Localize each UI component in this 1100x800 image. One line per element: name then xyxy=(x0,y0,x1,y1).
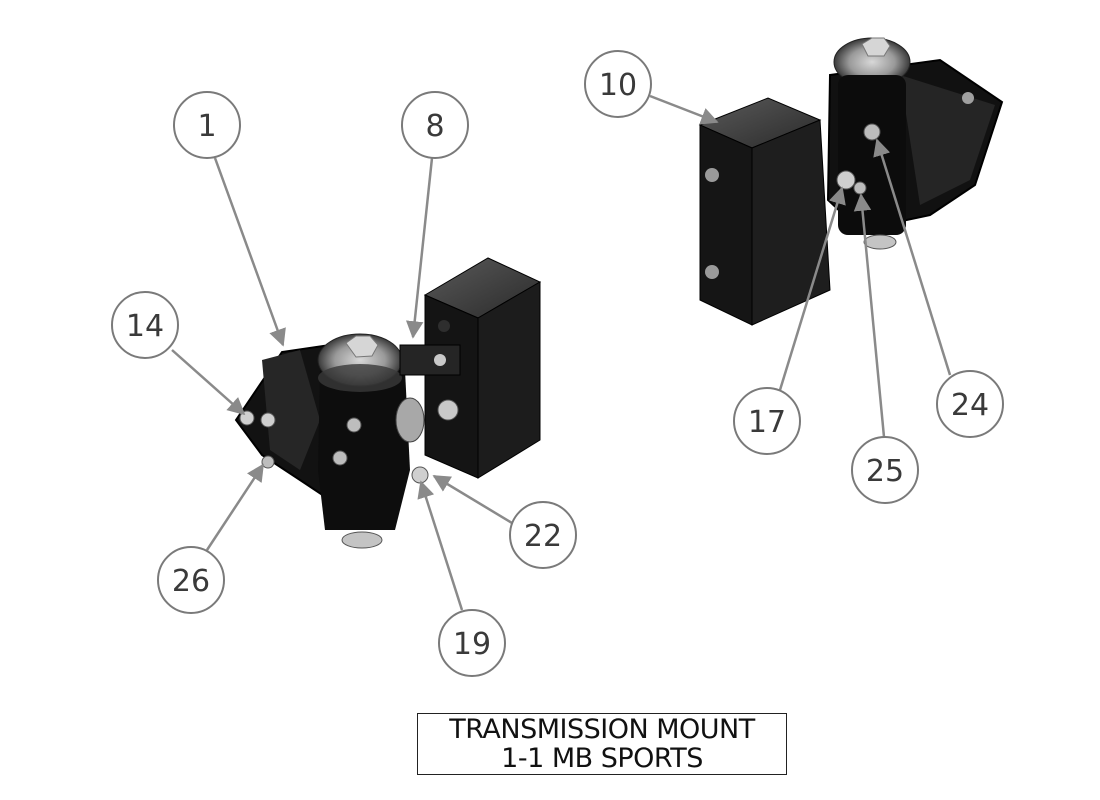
leader-lines xyxy=(171,94,952,611)
bolt-head-b xyxy=(332,450,348,466)
balloon-25: 25 xyxy=(851,436,919,504)
link-bolt xyxy=(434,354,446,366)
right-top-nut xyxy=(861,37,891,57)
block-hole xyxy=(438,320,450,332)
balloon-label-24: 24 xyxy=(951,388,989,423)
leader-25 xyxy=(853,193,886,438)
mount-block-side xyxy=(477,281,541,479)
balloon-label-8: 8 xyxy=(425,109,444,144)
drawing-title-block: TRANSMISSION MOUNT 1-1 MB SPORTS xyxy=(417,713,787,775)
block-nut-front xyxy=(437,399,459,421)
leader-14 xyxy=(171,349,246,416)
spacer-bushing xyxy=(395,397,425,443)
nut-17 xyxy=(836,170,856,190)
balloon-17: 17 xyxy=(733,387,801,455)
balloon-14: 14 xyxy=(111,291,179,359)
balloon-label-19: 19 xyxy=(453,627,491,662)
right-bottom-nut xyxy=(863,234,897,250)
leader-24 xyxy=(873,138,952,376)
balloons: 1 8 14 26 19 22 10 17 xyxy=(111,50,1004,677)
balloon-22: 22 xyxy=(509,501,577,569)
right-bracket-face xyxy=(900,75,995,205)
left-mount-assembly xyxy=(234,257,542,549)
balloon-label-25: 25 xyxy=(866,454,904,489)
balloon-label-1: 1 xyxy=(197,109,216,144)
top-hex-nut xyxy=(345,335,379,358)
balloon-1: 1 xyxy=(173,91,241,159)
balloon-label-17: 17 xyxy=(748,405,786,440)
right-block-front xyxy=(699,124,753,326)
right-block-side xyxy=(751,119,831,326)
balloon-label-14: 14 xyxy=(126,309,164,344)
balloon-24: 24 xyxy=(936,370,1004,438)
stud-bottom xyxy=(705,265,719,279)
leader-1 xyxy=(213,157,286,347)
bracket-gusset xyxy=(262,350,320,470)
bottom-nut xyxy=(341,531,383,549)
stud-19 xyxy=(411,466,429,484)
balloon-label-22: 22 xyxy=(524,519,562,554)
drawing-title-line-2: 1-1 MB SPORTS xyxy=(501,743,703,774)
balloon-19: 19 xyxy=(438,609,506,677)
leader-26 xyxy=(205,463,265,551)
leader-8 xyxy=(405,157,434,339)
drawing-title-line-1: TRANSMISSION MOUNT xyxy=(449,714,755,745)
balloon-8: 8 xyxy=(401,91,469,159)
isolator-cap-rim xyxy=(318,364,402,392)
balloon-26: 26 xyxy=(157,546,225,614)
balloon-label-10: 10 xyxy=(599,68,637,103)
bracket-hole xyxy=(962,92,974,104)
stud-top xyxy=(705,168,719,182)
leader-10 xyxy=(649,94,719,125)
leader-17 xyxy=(778,186,846,391)
bolt-head-c xyxy=(346,417,362,433)
leader-19 xyxy=(417,480,464,611)
isolator-body xyxy=(318,370,410,530)
bolt-head-26 xyxy=(261,455,275,469)
washer-25 xyxy=(853,181,867,195)
link-bar xyxy=(399,344,461,376)
balloon-10: 10 xyxy=(584,50,652,118)
leader-22 xyxy=(432,474,513,525)
mount-block-front xyxy=(424,294,479,479)
right-mount-assembly xyxy=(698,37,1004,326)
balloon-label-26: 26 xyxy=(172,564,210,599)
bolt-24 xyxy=(863,123,881,141)
right-isolator-body xyxy=(838,75,906,235)
bolt-head-a xyxy=(260,412,276,428)
